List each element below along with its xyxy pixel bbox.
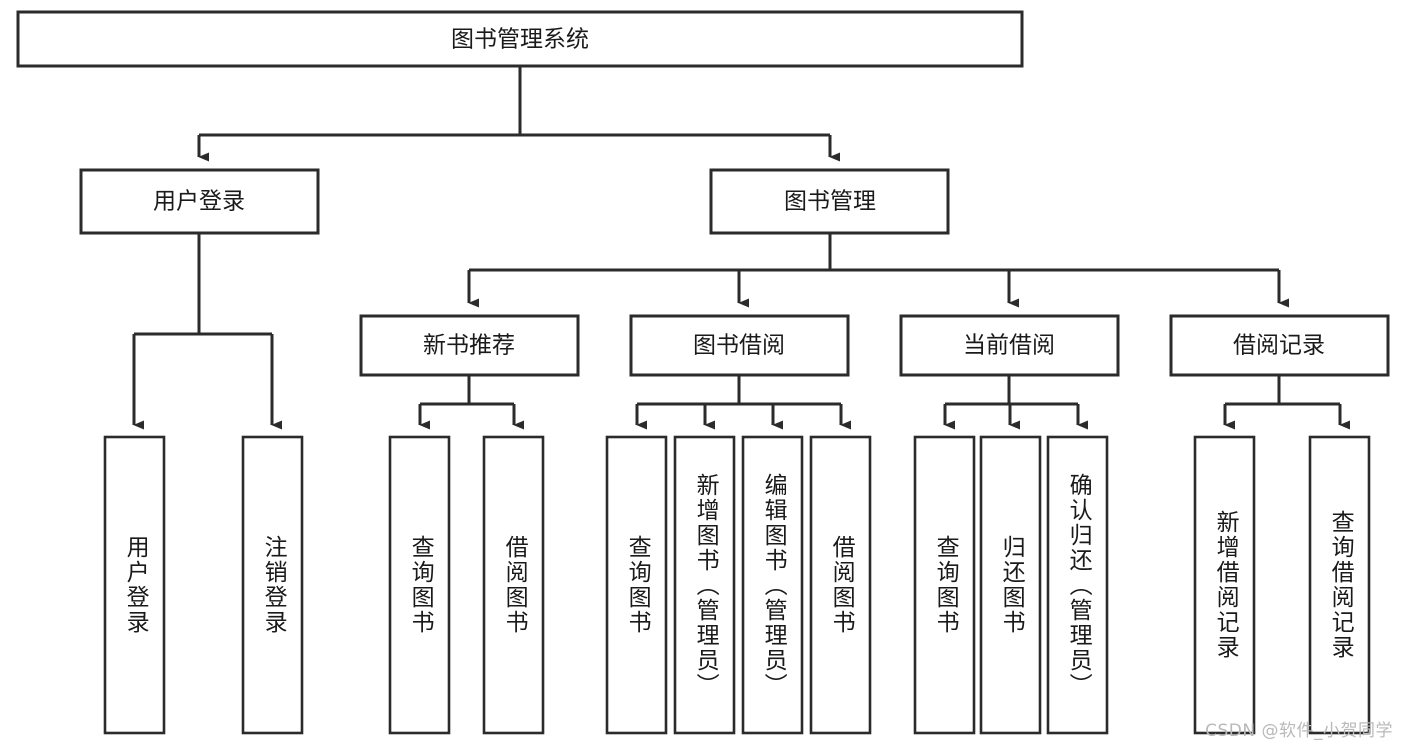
- leaf-box-borrow-4[interactable]: [809, 435, 872, 735]
- node-root-box[interactable]: [16, 10, 1024, 68]
- node-borrow[interactable]: 图书借阅: [629, 314, 850, 377]
- node-root[interactable]: 图书管理系统: [16, 10, 1024, 68]
- leaf-box-user-login-1[interactable]: [103, 435, 166, 735]
- connector-group-new-book: [418, 375, 525, 430]
- connector-group-user-login: [132, 233, 283, 430]
- node-user-login-box[interactable]: [79, 168, 320, 235]
- leaf-boxes-borrow: [605, 435, 872, 735]
- leaf-box-borrow-1[interactable]: [605, 435, 668, 735]
- csdn-watermark: CSDN @软件_小贺同学: [1205, 721, 1393, 741]
- node-current-box[interactable]: [899, 314, 1120, 377]
- node-record-box[interactable]: [1169, 314, 1390, 377]
- leaf-boxes-current: [913, 435, 1109, 735]
- node-book-manage[interactable]: 图书管理: [709, 168, 950, 235]
- connector-group-current: [943, 375, 1089, 430]
- node-borrow-label: 图书借阅: [693, 333, 785, 359]
- node-new-book-label: 新书推荐: [423, 333, 515, 359]
- leaf-box-current-2[interactable]: [979, 435, 1042, 735]
- node-new-book-box[interactable]: [359, 314, 580, 377]
- connector-group-record: [1223, 375, 1351, 430]
- leaf-box-borrow-2[interactable]: [673, 435, 736, 735]
- node-record[interactable]: 借阅记录: [1169, 314, 1390, 377]
- leaf-box-current-3[interactable]: [1046, 435, 1109, 735]
- leaf-boxes-new-book: [388, 435, 545, 735]
- node-current-label: 当前借阅: [963, 333, 1055, 359]
- node-root-label: 图书管理系统: [451, 27, 589, 53]
- node-new-book[interactable]: 新书推荐: [359, 314, 580, 377]
- connector-group-borrow: [635, 375, 852, 430]
- leaf-boxes-record: [1193, 435, 1371, 735]
- leaf-box-record-1[interactable]: [1193, 435, 1256, 735]
- leaf-box-record-2[interactable]: [1308, 435, 1371, 735]
- leaf-box-user-login-2[interactable]: [241, 435, 304, 735]
- leaf-box-new-book-2[interactable]: [482, 435, 545, 735]
- connector-group-book-manage: [467, 233, 1290, 308]
- node-user-login-label: 用户登录: [153, 189, 245, 215]
- node-book-manage-label: 图书管理: [784, 189, 876, 215]
- node-book-manage-box[interactable]: [709, 168, 950, 235]
- node-user-login[interactable]: 用户登录: [79, 168, 320, 235]
- node-borrow-box[interactable]: [629, 314, 850, 377]
- connector-group-root: [197, 66, 841, 162]
- leaf-box-borrow-3[interactable]: [741, 435, 804, 735]
- node-current[interactable]: 当前借阅: [899, 314, 1120, 377]
- leaf-box-new-book-1[interactable]: [388, 435, 451, 735]
- leaf-boxes-user-login: [103, 435, 304, 735]
- leaf-box-current-1[interactable]: [913, 435, 976, 735]
- node-record-label: 借阅记录: [1233, 333, 1325, 359]
